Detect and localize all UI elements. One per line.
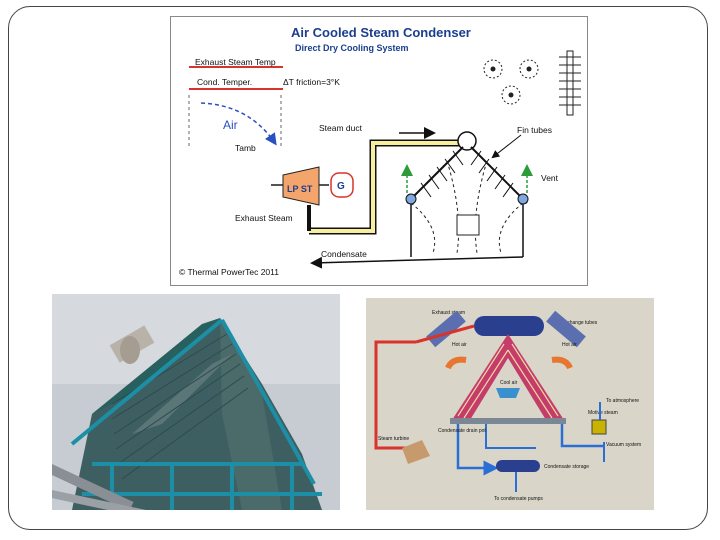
exhaust-steam-label: Exhaust Steam <box>235 213 293 223</box>
fin-tubes-label: Fin tubes <box>517 125 552 135</box>
fin-tube-detail <box>559 50 581 116</box>
motive-steam-label: Motive steam <box>588 410 618 416</box>
cond-temp-label: Cond. Temper. <box>197 77 252 87</box>
steam-duct <box>309 141 459 233</box>
tube-bundle-right <box>508 334 564 420</box>
condensate-storage-label: Condensate storage <box>544 464 589 470</box>
air-heating-curve <box>200 102 277 146</box>
acc-diagram: Air Cooled Steam Condenser Direct Dry Co… <box>179 25 581 277</box>
tube-bundle-left <box>452 334 508 420</box>
fan-icon <box>483 59 503 79</box>
dt-friction-label: ΔT friction=3°K <box>283 77 340 87</box>
steam-header-drum <box>474 316 544 336</box>
generator-label: G <box>337 181 345 192</box>
fan <box>496 388 520 398</box>
fan-box <box>456 214 480 236</box>
lp-steam-turbine <box>282 166 320 206</box>
heat-exchanger-label: Heat exchange tubes <box>550 320 598 326</box>
fan-icons <box>483 59 539 105</box>
copyright-label: © Thermal PowerTec 2011 <box>179 267 279 277</box>
air-label: Air <box>223 118 238 132</box>
condensate-line <box>310 256 524 269</box>
hot-air-arrow-right <box>551 356 573 370</box>
fan-icon <box>501 85 521 105</box>
exhaust-temp-label: Exhaust Steam Temp <box>195 57 276 67</box>
generator <box>330 172 354 198</box>
tube-bundle-right <box>470 146 528 204</box>
acc-subtitle: Direct Dry Cooling System <box>295 43 409 53</box>
hot-air-right-label: Hot air <box>562 342 577 348</box>
steam-duct-label: Steam duct <box>319 123 363 133</box>
scheme-diagram-panel: Exhaust steam Heat exchange tubes Hot ai… <box>366 298 654 510</box>
steam-turbine <box>402 440 430 464</box>
acc-diagram-panel: Air Cooled Steam Condenser Direct Dry Co… <box>170 16 588 286</box>
vent-label: Vent <box>541 173 559 183</box>
acc-photo-illustration <box>52 294 340 510</box>
hot-air-arrow-left <box>445 356 467 370</box>
acc-title: Air Cooled Steam Condenser <box>291 25 471 40</box>
tube-bundle-left <box>406 146 464 204</box>
lpst-label: LP ST <box>287 184 313 194</box>
condensate-storage-tank <box>496 460 540 472</box>
fan-icon <box>519 59 539 79</box>
tamb-label: Tamb <box>235 143 256 153</box>
condensate-collector-left <box>405 193 417 205</box>
exhaust-steam-pipe <box>374 340 416 450</box>
ejector <box>591 419 607 435</box>
acc-photo <box>52 294 340 510</box>
slide-frame <box>8 6 708 530</box>
condensate-label: Condensate <box>321 249 367 259</box>
condensate-collector-right <box>517 193 529 205</box>
to-pumps-label: To condensate pumps <box>494 496 543 502</box>
exhaust-steam-label: Exhaust steam <box>432 310 465 316</box>
steel-frame <box>70 318 322 510</box>
condensate-drain-label: Condensate drain pot <box>438 428 486 434</box>
vacuum-system-label: Vacuum system <box>606 442 641 448</box>
steam-header <box>457 131 477 151</box>
to-atmosphere-label: To atmosphere <box>606 398 639 404</box>
cool-air-label: Cool air <box>500 380 518 386</box>
hot-air-left-label: Hot air <box>452 342 467 348</box>
steam-turbine-label: Steam turbine <box>378 436 409 442</box>
scheme-diagram: Exhaust steam Heat exchange tubes Hot ai… <box>374 310 641 502</box>
